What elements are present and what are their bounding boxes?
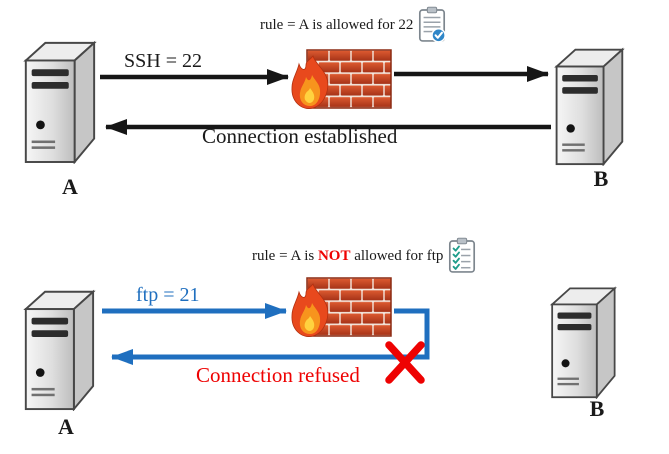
host-a-label: A bbox=[58, 414, 74, 439]
computer-a-icon bbox=[18, 286, 99, 411]
rule-refused-suffix: allowed for ftp bbox=[350, 247, 444, 264]
rule-allowed-label: rule = A is allowed for 22 bbox=[260, 16, 414, 33]
ssh-request-label: SSH = 22 bbox=[124, 50, 202, 72]
host-b-label: B bbox=[589, 396, 605, 421]
ftp-request-label: ftp = 21 bbox=[136, 284, 200, 306]
rule-refused-not: NOT bbox=[317, 247, 351, 264]
x-mark-icon bbox=[385, 341, 425, 384]
clipboard-approved-icon bbox=[417, 6, 447, 44]
rule-annotation-refused: rule = A is NOT allowed for ftp bbox=[252, 236, 477, 276]
host-a-label: A bbox=[62, 174, 78, 199]
clipboard-checklist-icon bbox=[447, 237, 477, 275]
connection-refused-arrow bbox=[111, 308, 430, 365]
computer-b-icon bbox=[545, 283, 620, 399]
rule-annotation-allowed: rule = A is allowed for 22 bbox=[260, 5, 447, 45]
firewall-icon bbox=[287, 274, 393, 342]
connection-established-label: Connection established bbox=[202, 124, 398, 148]
rule-refused-label: rule = A is NOT allowed for ftp bbox=[252, 248, 443, 265]
computer-b-icon bbox=[549, 44, 628, 166]
connection-refused-label: Connection refused bbox=[196, 363, 360, 387]
rule-refused-prefix: rule = A is bbox=[252, 247, 318, 264]
firewall-icon bbox=[287, 46, 393, 114]
computer-a-icon bbox=[18, 37, 100, 164]
host-b-label: B bbox=[593, 166, 609, 191]
